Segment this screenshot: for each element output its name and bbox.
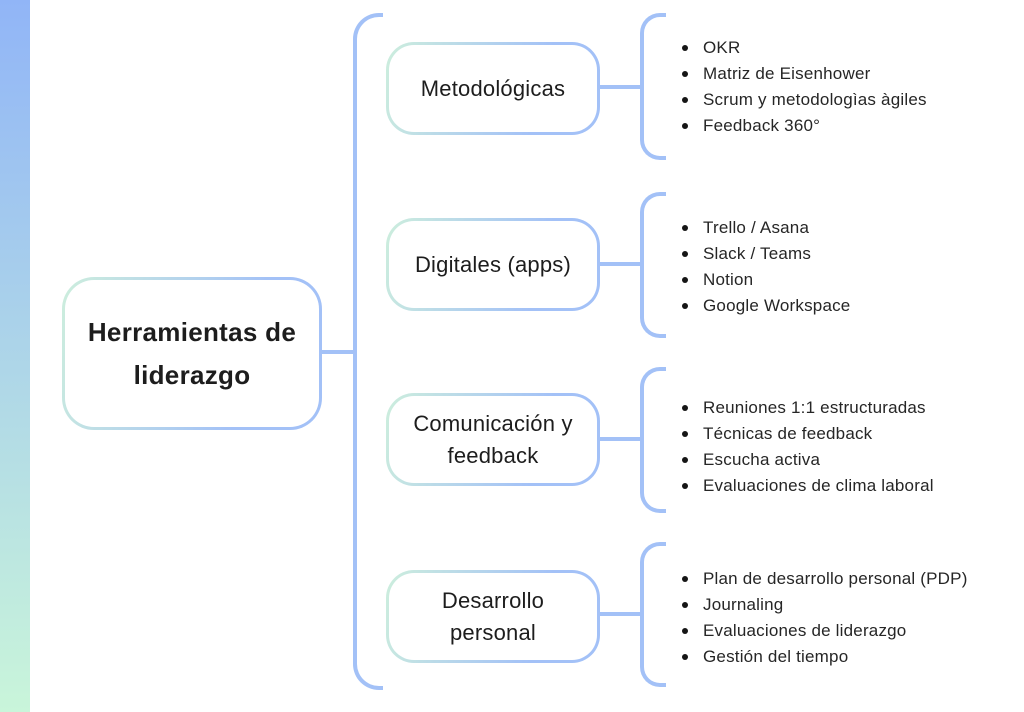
group-bracket-connector bbox=[640, 192, 666, 338]
list-item-text: Técnicas de feedback bbox=[703, 424, 873, 443]
list-item-text: Evaluaciones de clima laboral bbox=[703, 476, 934, 495]
branch-node-label: Metodológicas bbox=[389, 45, 597, 132]
main-bracket-connector bbox=[353, 13, 383, 690]
branch-node-metodologicas: Metodológicas bbox=[386, 42, 600, 135]
list-item-text: Plan de desarrollo personal (PDP) bbox=[703, 569, 968, 588]
list-item: Journaling bbox=[678, 592, 968, 618]
bullet-dot bbox=[682, 431, 688, 437]
root-connector-line bbox=[320, 350, 355, 354]
list-item-text: Evaluaciones de liderazgo bbox=[703, 621, 907, 640]
list-item: Feedback 360° bbox=[678, 113, 927, 139]
list-item: Scrum y metodologìas àgiles bbox=[678, 87, 927, 113]
list-item-text: Matriz de Eisenhower bbox=[703, 64, 871, 83]
bullet-dot bbox=[682, 303, 688, 309]
connector-line bbox=[599, 612, 642, 616]
bullet-dot bbox=[682, 483, 688, 489]
branch-items-list-comunicacion: Reuniones 1:1 estructuradas Técnicas de … bbox=[678, 395, 934, 499]
bullet-dot bbox=[682, 405, 688, 411]
list-item-text: Google Workspace bbox=[703, 296, 851, 315]
list-item: OKR bbox=[678, 35, 927, 61]
list-item: Trello / Asana bbox=[678, 215, 850, 241]
bullet-dot bbox=[682, 97, 688, 103]
bullet-dot bbox=[682, 628, 688, 634]
gradient-sidebar-decoration bbox=[0, 0, 30, 712]
list-item: Evaluaciones de liderazgo bbox=[678, 618, 968, 644]
list-item: Plan de desarrollo personal (PDP) bbox=[678, 566, 968, 592]
list-item: Matriz de Eisenhower bbox=[678, 61, 927, 87]
list-item-text: Reuniones 1:1 estructuradas bbox=[703, 398, 926, 417]
branch-node-comunicacion: Comunicación y feedback bbox=[386, 393, 600, 486]
bullet-dot bbox=[682, 277, 688, 283]
connector-line bbox=[599, 85, 642, 89]
branch-node-label: Comunicación y feedback bbox=[389, 396, 597, 483]
root-node-label: Herramientas de liderazgo bbox=[65, 280, 319, 427]
list-item: Notion bbox=[678, 267, 850, 293]
list-item: Escucha activa bbox=[678, 447, 934, 473]
list-item: Técnicas de feedback bbox=[678, 421, 934, 447]
list-item: Slack / Teams bbox=[678, 241, 850, 267]
bullet-dot bbox=[682, 602, 688, 608]
list-item-text: Journaling bbox=[703, 595, 784, 614]
list-item-text: Notion bbox=[703, 270, 754, 289]
bullet-dot bbox=[682, 123, 688, 129]
list-item-text: OKR bbox=[703, 38, 741, 57]
list-item: Reuniones 1:1 estructuradas bbox=[678, 395, 934, 421]
branch-items-list-metodologicas: OKR Matriz de Eisenhower Scrum y metodol… bbox=[678, 35, 927, 139]
list-item-text: Gestión del tiempo bbox=[703, 647, 849, 666]
branch-node-desarrollo: Desarrollo personal bbox=[386, 570, 600, 663]
list-item-text: Trello / Asana bbox=[703, 218, 810, 237]
list-item: Gestión del tiempo bbox=[678, 644, 968, 670]
list-item-text: Feedback 360° bbox=[703, 116, 821, 135]
list-item: Evaluaciones de clima laboral bbox=[678, 473, 934, 499]
branch-items-list-desarrollo: Plan de desarrollo personal (PDP) Journa… bbox=[678, 566, 968, 670]
group-bracket-connector bbox=[640, 542, 666, 687]
list-item-text: Escucha activa bbox=[703, 450, 821, 469]
bullet-dot bbox=[682, 225, 688, 231]
bullet-dot bbox=[682, 576, 688, 582]
branch-node-label: Desarrollo personal bbox=[389, 573, 597, 660]
bullet-dot bbox=[682, 45, 688, 51]
bullet-dot bbox=[682, 457, 688, 463]
group-bracket-connector bbox=[640, 13, 666, 160]
list-item-text: Slack / Teams bbox=[703, 244, 812, 263]
branch-node-digitales: Digitales (apps) bbox=[386, 218, 600, 311]
connector-line bbox=[599, 437, 642, 441]
branch-node-label: Digitales (apps) bbox=[389, 221, 597, 308]
connector-line bbox=[599, 262, 642, 266]
bullet-dot bbox=[682, 251, 688, 257]
group-bracket-connector bbox=[640, 367, 666, 513]
bullet-dot bbox=[682, 654, 688, 660]
list-item-text: Scrum y metodologìas àgiles bbox=[703, 90, 927, 109]
list-item: Google Workspace bbox=[678, 293, 850, 319]
root-node: Herramientas de liderazgo bbox=[62, 277, 322, 430]
branch-items-list-digitales: Trello / Asana Slack / Teams Notion Goog… bbox=[678, 215, 850, 319]
bullet-dot bbox=[682, 71, 688, 77]
